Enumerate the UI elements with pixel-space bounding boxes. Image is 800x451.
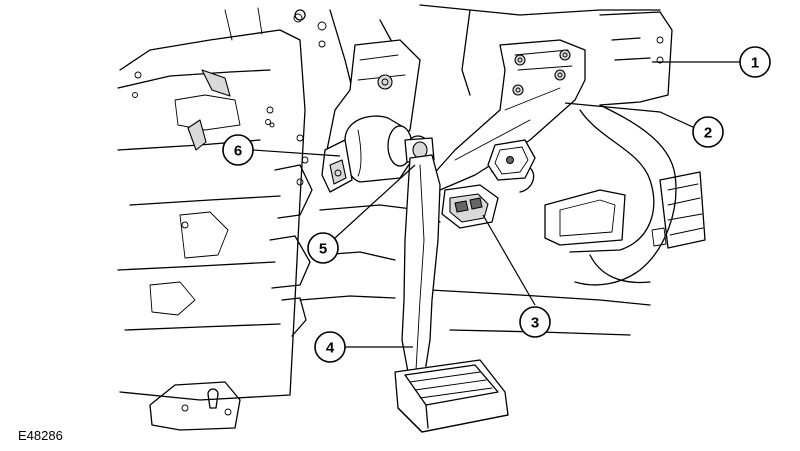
callout-4-label: 4 <box>326 340 335 357</box>
leader-2 <box>564 102 696 129</box>
callout-5-label: 5 <box>319 241 327 258</box>
leader-6 <box>252 149 341 157</box>
switch-connector <box>431 139 536 229</box>
callout-1-label: 1 <box>751 55 759 72</box>
pedal-arm <box>401 154 441 373</box>
callout-3-label: 3 <box>531 315 539 332</box>
callout-1: 1 <box>739 46 771 78</box>
callout-6: 6 <box>222 134 254 166</box>
callout-6-label: 6 <box>234 143 242 160</box>
callout-3: 3 <box>519 306 551 338</box>
callout-5: 5 <box>307 232 339 264</box>
callout-2-label: 2 <box>704 125 712 142</box>
figure-reference: E48286 <box>18 428 63 443</box>
leader-5 <box>334 164 416 239</box>
body-structure-left <box>117 7 313 431</box>
leader-lines <box>252 61 740 348</box>
pedal-pad <box>394 359 509 433</box>
body-structure-right <box>544 11 706 286</box>
leader-3 <box>482 214 536 306</box>
callout-4: 4 <box>314 331 346 363</box>
callout-2: 2 <box>692 116 724 148</box>
